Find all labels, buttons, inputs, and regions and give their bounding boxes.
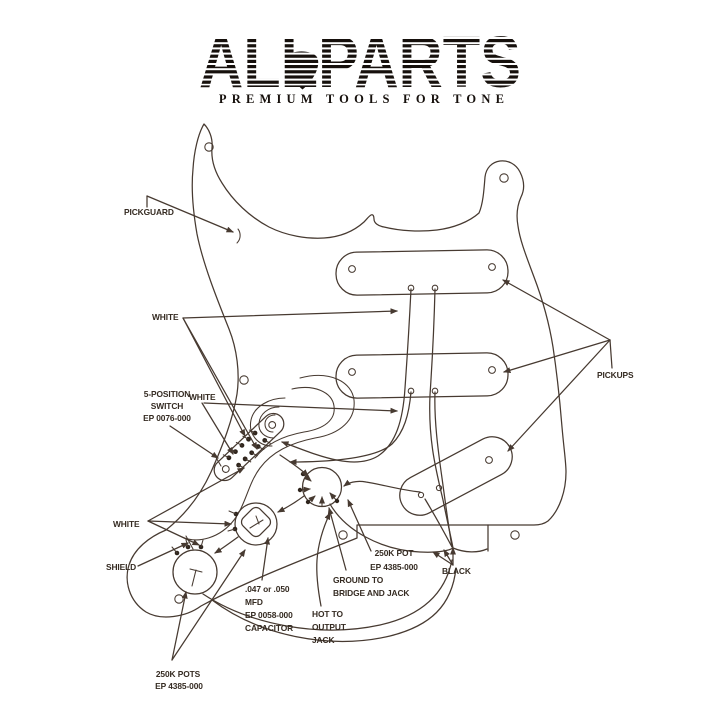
- label-hot-3: JACK: [312, 635, 334, 645]
- selector-switch: [213, 412, 285, 482]
- label-capacitor-3: EP 0058-000: [245, 610, 293, 620]
- pickguard-screw-holes: [174, 142, 520, 604]
- label-pickguard: PICKGUARD: [124, 207, 174, 217]
- label-hot-1: HOT TO: [312, 609, 343, 619]
- logo-tagline: PREMIUM TOOLS FOR TONE: [219, 92, 509, 106]
- label-capacitor-1: .047 or .050: [245, 584, 290, 594]
- guitar-pick-icon: [285, 51, 319, 90]
- label-white-low: WHITE: [113, 519, 140, 529]
- label-switch-1: 5-POSITION: [144, 389, 191, 399]
- tone-pot-lower: [171, 539, 218, 595]
- label-ground-2: BRIDGE AND JACK: [333, 588, 409, 598]
- diagram-labels: PICKGUARD WHITE 5-POSITION SWITCH EP 007…: [106, 207, 634, 691]
- leader-lines: [137, 195, 613, 661]
- label-volume-pot-1: 250K POT: [375, 548, 415, 558]
- label-switch-3: EP 0076-000: [143, 413, 191, 423]
- label-shield: SHIELD: [106, 562, 136, 572]
- label-white-top: WHITE: [152, 312, 179, 322]
- label-capacitor-4: CAPACITOR: [245, 623, 293, 633]
- label-white-mid: WHITE: [189, 392, 216, 402]
- neck-pickup: [335, 249, 509, 296]
- wires: [202, 288, 488, 642]
- capacitor-body: [240, 506, 272, 538]
- label-switch-2: SWITCH: [151, 401, 183, 411]
- brand-wordmark: ALLPARTS: [199, 23, 521, 103]
- label-volume-pot-2: EP 4385-000: [370, 562, 418, 572]
- label-tone-pots-2: EP 4385-000: [155, 681, 203, 691]
- switch-lugs: [222, 429, 271, 469]
- label-pickups: PICKUPS: [597, 370, 634, 380]
- allparts-logo: ALLPARTS PREMIUM TOOLS FOR TONE: [199, 23, 521, 106]
- middle-pickup: [335, 352, 509, 399]
- label-tone-pots-1: 250K POTS: [156, 669, 201, 679]
- tone-pot-with-capacitor: [227, 502, 278, 546]
- bridge-pickup: [399, 436, 513, 516]
- label-ground-1: GROUND TO: [333, 575, 384, 585]
- label-black: BLACK: [442, 566, 471, 576]
- pickguard-outline: [126, 123, 567, 618]
- label-hot-2: OUTPUT: [312, 622, 347, 632]
- label-capacitor-2: MFD: [245, 597, 263, 607]
